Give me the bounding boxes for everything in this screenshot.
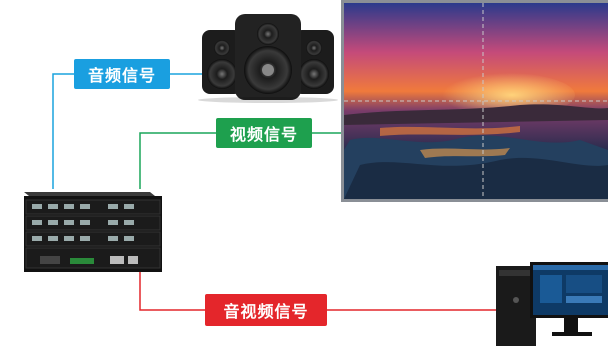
matrix-processor-device bbox=[24, 192, 162, 272]
audio-signal-line bbox=[52, 73, 205, 189]
video-signal-line bbox=[139, 132, 342, 189]
desktop-computer-icon bbox=[496, 262, 608, 346]
av-signal-label: 音视频信号 bbox=[205, 294, 327, 326]
video-wall-display bbox=[341, 0, 608, 202]
video-signal-label: 视频信号 bbox=[216, 118, 312, 148]
av-signal-line bbox=[139, 272, 496, 311]
speaker-set-icon bbox=[198, 14, 338, 103]
audio-signal-label: 音频信号 bbox=[74, 59, 170, 89]
